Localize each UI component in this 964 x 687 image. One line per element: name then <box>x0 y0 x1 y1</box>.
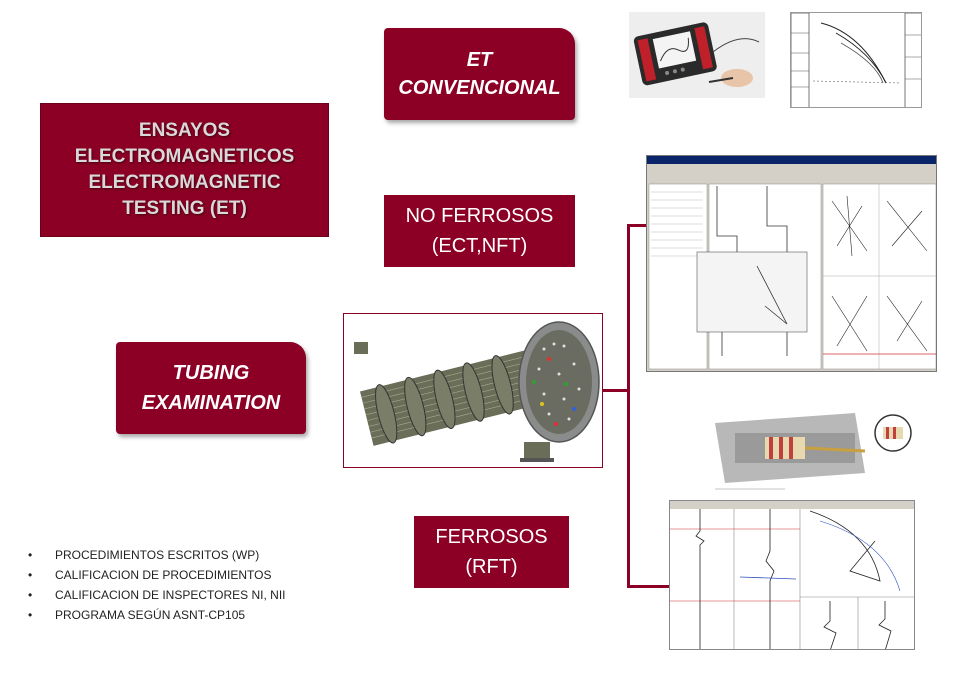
heat-exchanger-image <box>343 313 603 468</box>
tubing-examination-box: TUBING EXAMINATION <box>116 342 306 434</box>
impedance-plot <box>791 13 921 107</box>
et-convencional-box: ET CONVENCIONAL <box>384 28 575 120</box>
bullet-list: PROCEDIMIENTOS ESCRITOS (WP) CALIFICACIO… <box>28 545 388 625</box>
list-item: CALIFICACION DE PROCEDIMIENTOS <box>28 565 388 585</box>
connector-bottom <box>627 585 669 588</box>
list-item: PROGRAMA SEGÚN ASNT-CP105 <box>28 605 388 625</box>
et-convencional-label: ET CONVENCIONAL <box>398 49 561 99</box>
probe-illustration <box>715 413 912 490</box>
title-box: ENSAYOS ELECTROMAGNETICOS ELECTROMAGNETI… <box>40 103 329 237</box>
software-illustration <box>647 156 936 370</box>
eddy-current-device-photo <box>629 12 765 98</box>
ferrosos-label: FERROSOS (RFT) <box>435 526 548 578</box>
list-item: PROCEDIMIENTOS ESCRITOS (WP) <box>28 545 388 565</box>
list-item: CALIFICACION DE INSPECTORES NI, NII <box>28 585 388 605</box>
connector-vertical <box>627 224 630 588</box>
no-ferrosos-box: NO FERROSOS (ECT,NFT) <box>384 195 575 267</box>
rft-signal-plot <box>670 501 914 649</box>
rft-signal-screenshot <box>669 500 915 650</box>
no-ferrosos-label: NO FERROSOS (ECT,NFT) <box>405 205 554 257</box>
probe-diagram <box>705 403 920 493</box>
title-text: ENSAYOS ELECTROMAGNETICOS ELECTROMAGNETI… <box>74 120 295 219</box>
tubing-examination-label: TUBING EXAMINATION <box>141 362 281 414</box>
software-analysis-screenshot <box>646 155 937 372</box>
impedance-screen-image <box>790 12 922 108</box>
connector-middle <box>603 389 629 392</box>
device-illustration <box>629 12 765 98</box>
heat-exchanger-illustration <box>354 321 600 462</box>
ferrosos-box: FERROSOS (RFT) <box>414 516 569 588</box>
connector-top <box>627 224 649 227</box>
